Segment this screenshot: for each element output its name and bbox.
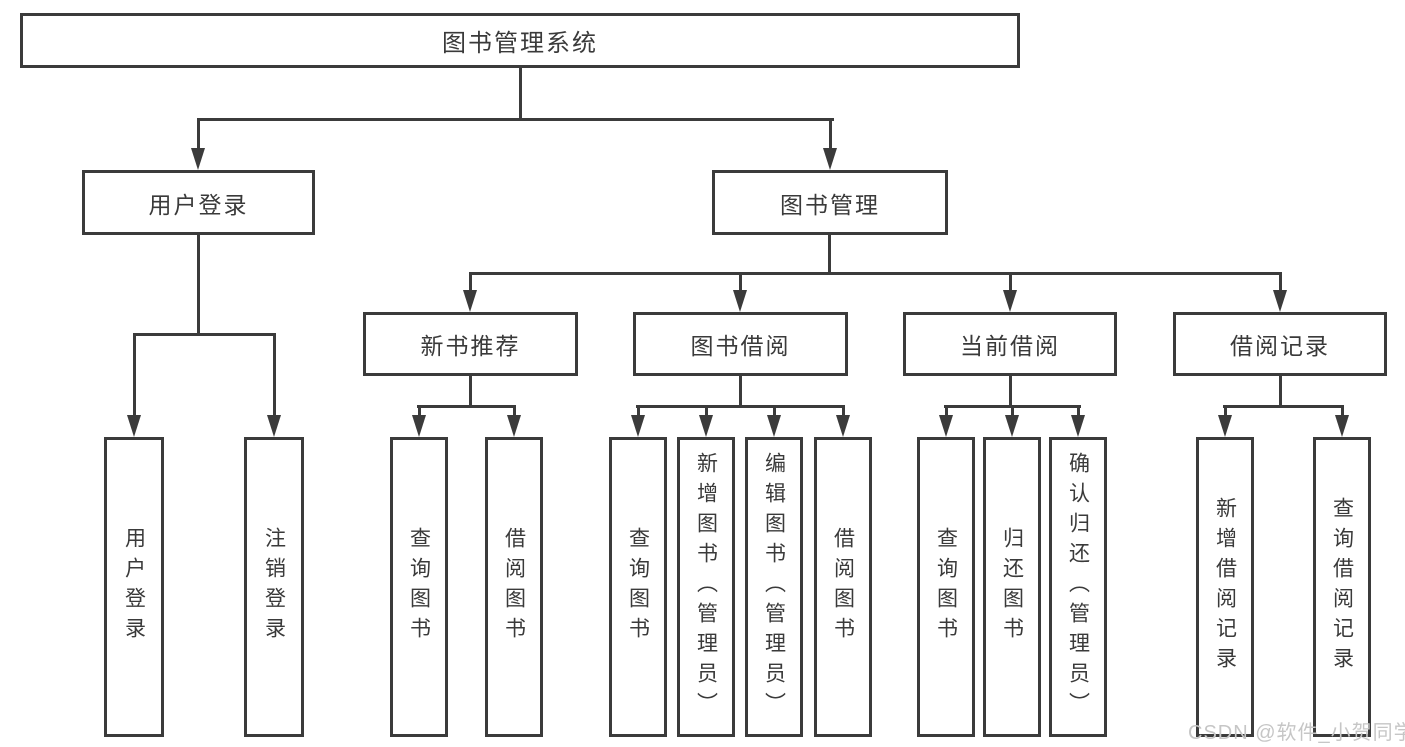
watermark: CSDN @软件_小贺同学 — [1188, 722, 1405, 744]
leaf-query-books-current: 查询图书 — [917, 437, 975, 737]
arrowhead — [733, 290, 747, 312]
connector-hline — [133, 333, 276, 336]
user-login-box: 用户登录 — [82, 170, 315, 235]
book-borrowing-box: 图书借阅 — [633, 312, 848, 376]
arrowhead — [127, 415, 141, 437]
connector-vline — [418, 405, 421, 417]
arrowhead — [631, 415, 645, 437]
root-box: 图书管理系统 — [20, 13, 1020, 68]
connector-vline — [1279, 272, 1282, 292]
connector-vline — [1011, 405, 1014, 417]
arrowhead — [699, 415, 713, 437]
connector-vline — [1341, 405, 1344, 417]
arrowhead — [463, 290, 477, 312]
leaf-borrow-books-recommend: 借阅图书 — [485, 437, 543, 737]
connector-vline — [469, 376, 472, 408]
connector-hline — [469, 272, 1282, 275]
leaf-query-books-borrowing: 查询图书 — [609, 437, 667, 737]
borrowing-records-box: 借阅记录 — [1173, 312, 1387, 376]
arrowhead — [1005, 415, 1019, 437]
connector-vline — [133, 333, 136, 417]
connector-vline — [197, 235, 200, 336]
leaf-confirm-return-admin: 确认归还（管理员） — [1049, 437, 1107, 737]
connector-vline — [519, 68, 522, 121]
connector-vline — [705, 405, 708, 417]
arrowhead — [267, 415, 281, 437]
arrowhead — [191, 148, 205, 170]
connector-vline — [1279, 376, 1282, 408]
connector-vline — [513, 405, 516, 417]
arrowhead — [939, 415, 953, 437]
connector-vline — [739, 272, 742, 292]
leaf-borrow-books-borrowing: 借阅图书 — [814, 437, 872, 737]
arrowhead — [1273, 290, 1287, 312]
connector-hline — [1223, 405, 1343, 408]
connector-hline — [417, 405, 515, 408]
arrowhead — [767, 415, 781, 437]
connector-vline — [739, 376, 742, 408]
connector-vline — [773, 405, 776, 417]
connector-vline — [945, 405, 948, 417]
book-management-box: 图书管理 — [712, 170, 948, 235]
connector-hline — [636, 405, 845, 408]
arrowhead — [1003, 290, 1017, 312]
connector-vline — [469, 272, 472, 292]
connector-vline — [1009, 272, 1012, 292]
connector-vline — [637, 405, 640, 417]
connector-vline — [273, 333, 276, 417]
connector-vline — [1077, 405, 1080, 417]
connector-vline — [842, 405, 845, 417]
arrowhead — [1218, 415, 1232, 437]
connector-vline — [197, 118, 200, 150]
arrowhead — [836, 415, 850, 437]
leaf-edit-books-admin: 编辑图书（管理员） — [745, 437, 803, 737]
leaf-logout-login: 注销登录 — [244, 437, 304, 737]
new-books-box: 新书推荐 — [363, 312, 578, 376]
connector-vline — [1224, 405, 1227, 417]
arrowhead — [823, 148, 837, 170]
leaf-add-books-admin: 新增图书（管理员） — [677, 437, 735, 737]
arrowhead — [412, 415, 426, 437]
connector-vline — [1009, 376, 1012, 408]
arrowhead — [1071, 415, 1085, 437]
connector-vline — [828, 235, 831, 275]
connector-vline — [829, 118, 832, 150]
leaf-user-login: 用户登录 — [104, 437, 164, 737]
leaf-return-books: 归还图书 — [983, 437, 1041, 737]
arrowhead — [1335, 415, 1349, 437]
leaf-query-books-recommend: 查询图书 — [390, 437, 448, 737]
leaf-query-borrow-record: 查询借阅记录 — [1313, 437, 1371, 737]
connector-hline — [197, 118, 834, 121]
arrowhead — [507, 415, 521, 437]
leaf-add-borrow-record: 新增借阅记录 — [1196, 437, 1254, 737]
current-borrowing-box: 当前借阅 — [903, 312, 1117, 376]
